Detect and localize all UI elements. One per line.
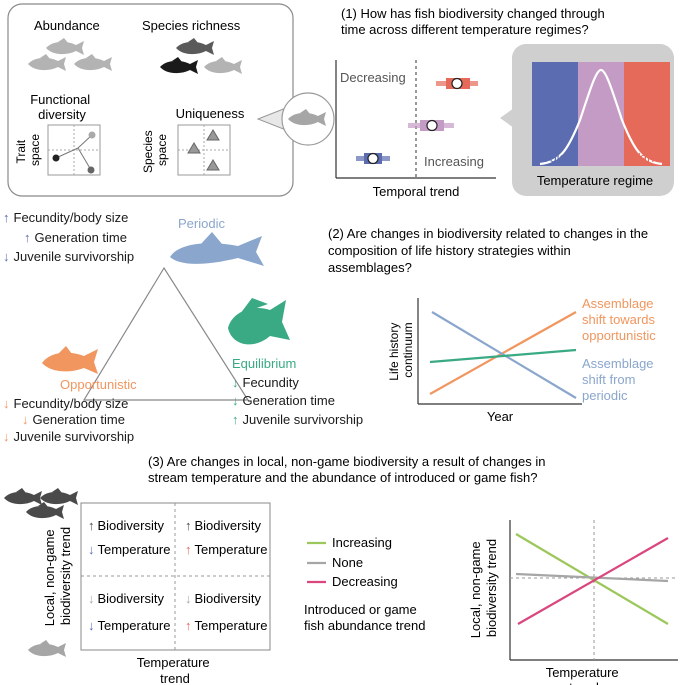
svg-text:↓Temperature: ↓Temperature [88, 542, 170, 557]
svg-text:↓Fecundity: ↓Fecundity [232, 375, 299, 390]
uniqueness-title: Uniqueness [176, 106, 245, 121]
q2-periodic-label: Assemblage shift from periodic [582, 356, 657, 403]
svg-text:↓Biodiversity: ↓Biodiversity [185, 591, 261, 606]
q3-none-line [515, 572, 669, 583]
q3-question: (3) Are changes in local, non-game biodi… [148, 454, 549, 485]
life-history-triangle: Periodic ↑Fecundity/body size ↑Generatio… [3, 210, 363, 444]
cold-label: Cold [540, 150, 567, 165]
q3-y-axis-label: Local, non-game biodiversity trend [42, 526, 73, 626]
svg-text:↑Fecundity/body size: ↑Fecundity/body size [3, 210, 128, 225]
opportunistic-label: Opportunistic [60, 377, 137, 392]
trait-space-plot [47, 124, 101, 176]
metrics-panel: Abundance Species richness Functional di… [7, 3, 294, 197]
temperature-regime-label: Temperature regime [537, 173, 653, 188]
q3-right-x-axis-label: Temperature trend [546, 665, 623, 685]
q3-cell-top-left: ↑Biodiversity ↓Temperature [88, 518, 170, 557]
periodic-traits: ↑Fecundity/body size ↑Generation time ↓J… [3, 210, 134, 264]
legend-title: Introduced or game fish abundance trend [304, 602, 425, 633]
species-space-label: Species space [141, 127, 169, 173]
q2-opportunistic-label: Assemblage shift towards opportunistic [582, 296, 659, 343]
legend-decreasing: Decreasing [332, 574, 398, 589]
q3-dark-fish-icon [4, 488, 78, 519]
opportunistic-traits: ↓Fecundity/body size ↓Generation time ↓J… [3, 396, 134, 444]
svg-text:↑Temperature: ↑Temperature [185, 618, 267, 633]
q3-right-plot: Local, non-game biodiversity trend Tempe… [468, 520, 678, 685]
warm-label: Warm [628, 150, 662, 165]
focal-fish-callout [256, 92, 335, 146]
question-3: (3) Are changes in local, non-game biodi… [4, 454, 678, 685]
legend-increasing: Increasing [332, 535, 392, 550]
q3-legend: Increasing None Decreasing Introduced or… [304, 535, 425, 633]
svg-text:↓Juvenile survivorship: ↓Juvenile survivorship [3, 249, 134, 264]
q2-opportunistic-line [429, 311, 577, 395]
q2-x-axis-label: Year [487, 409, 514, 424]
q3-right-y-axis-label: Local, non-game biodiversity trend [468, 538, 499, 638]
periodic-label: Periodic [178, 216, 225, 231]
q1-decreasing-label: Decreasing [340, 70, 406, 85]
q1-mid-estimate [408, 119, 454, 132]
svg-text:↑Juvenile survivorship: ↑Juvenile survivorship [232, 412, 363, 427]
svg-text:↓Generation time: ↓Generation time [232, 393, 335, 408]
species-richness-title: Species richness [142, 18, 241, 33]
q2-equilibrium-line [429, 348, 577, 364]
equilibrium-fish-icon [228, 298, 290, 345]
q3-cell-bottom-right: ↓Biodiversity ↑Temperature [185, 591, 267, 633]
svg-text:↓Temperature: ↓Temperature [88, 618, 170, 633]
q1-question: (1) How has fish biodiversity changed th… [341, 6, 608, 37]
periodic-fish-icon [170, 232, 264, 266]
q1-warm-estimate [436, 77, 478, 90]
q2-y-axis-label: Life history continuum [387, 319, 415, 380]
svg-text:↓Biodiversity: ↓Biodiversity [88, 591, 164, 606]
abundance-title: Abundance [34, 18, 100, 33]
functional-diversity-title: Functional diversity [30, 92, 94, 122]
question-1: (1) How has fish biodiversity changed th… [335, 6, 674, 199]
q3-matrix: ↑Biodiversity ↓Temperature ↑Biodiversity… [42, 502, 271, 685]
temperature-regime-panel: Cold Warm Temperature regime [500, 44, 674, 196]
svg-text:↓Juvenile survivorship: ↓Juvenile survivorship [3, 429, 134, 444]
q1-increasing-label: Increasing [424, 154, 484, 169]
q3-grey-fish-icon [28, 640, 66, 657]
svg-text:↓Fecundity/body size: ↓Fecundity/body size [3, 396, 128, 411]
q2-plot: Life history continuum Year Assemblage s… [387, 296, 659, 424]
svg-text:↑Biodiversity: ↑Biodiversity [185, 518, 261, 533]
equilibrium-traits: ↓Fecundity ↓Generation time ↑Juvenile su… [232, 375, 363, 427]
question-2: (2) Are changes in biodiversity related … [328, 226, 659, 424]
species-space-plot [177, 124, 231, 176]
q3-cell-bottom-left: ↓Biodiversity ↓Temperature [88, 591, 170, 633]
svg-text:↑Biodiversity: ↑Biodiversity [88, 518, 164, 533]
svg-text:↓Generation time: ↓Generation time [22, 412, 125, 427]
trait-space-label: Trait space [14, 134, 42, 166]
opportunistic-fish-icon [42, 346, 98, 374]
svg-text:↑Generation time: ↑Generation time [24, 230, 127, 245]
q3-increasing-line [515, 533, 669, 625]
q1-cold-estimate [356, 152, 390, 165]
q1-x-axis-label: Temporal trend [373, 184, 460, 199]
svg-text:↑Temperature: ↑Temperature [185, 542, 267, 557]
q3-cell-top-right: ↑Biodiversity ↑Temperature [185, 518, 267, 557]
q1-trend-plot: Decreasing Increasing Temporal trend [335, 60, 496, 199]
equilibrium-label: Equilibrium [232, 356, 296, 371]
q3-decreasing-line [517, 537, 669, 625]
q2-question: (2) Are changes in biodiversity related … [328, 226, 652, 275]
legend-none: None [332, 555, 363, 570]
q3-x-axis-label: Temperature trend [137, 655, 214, 685]
